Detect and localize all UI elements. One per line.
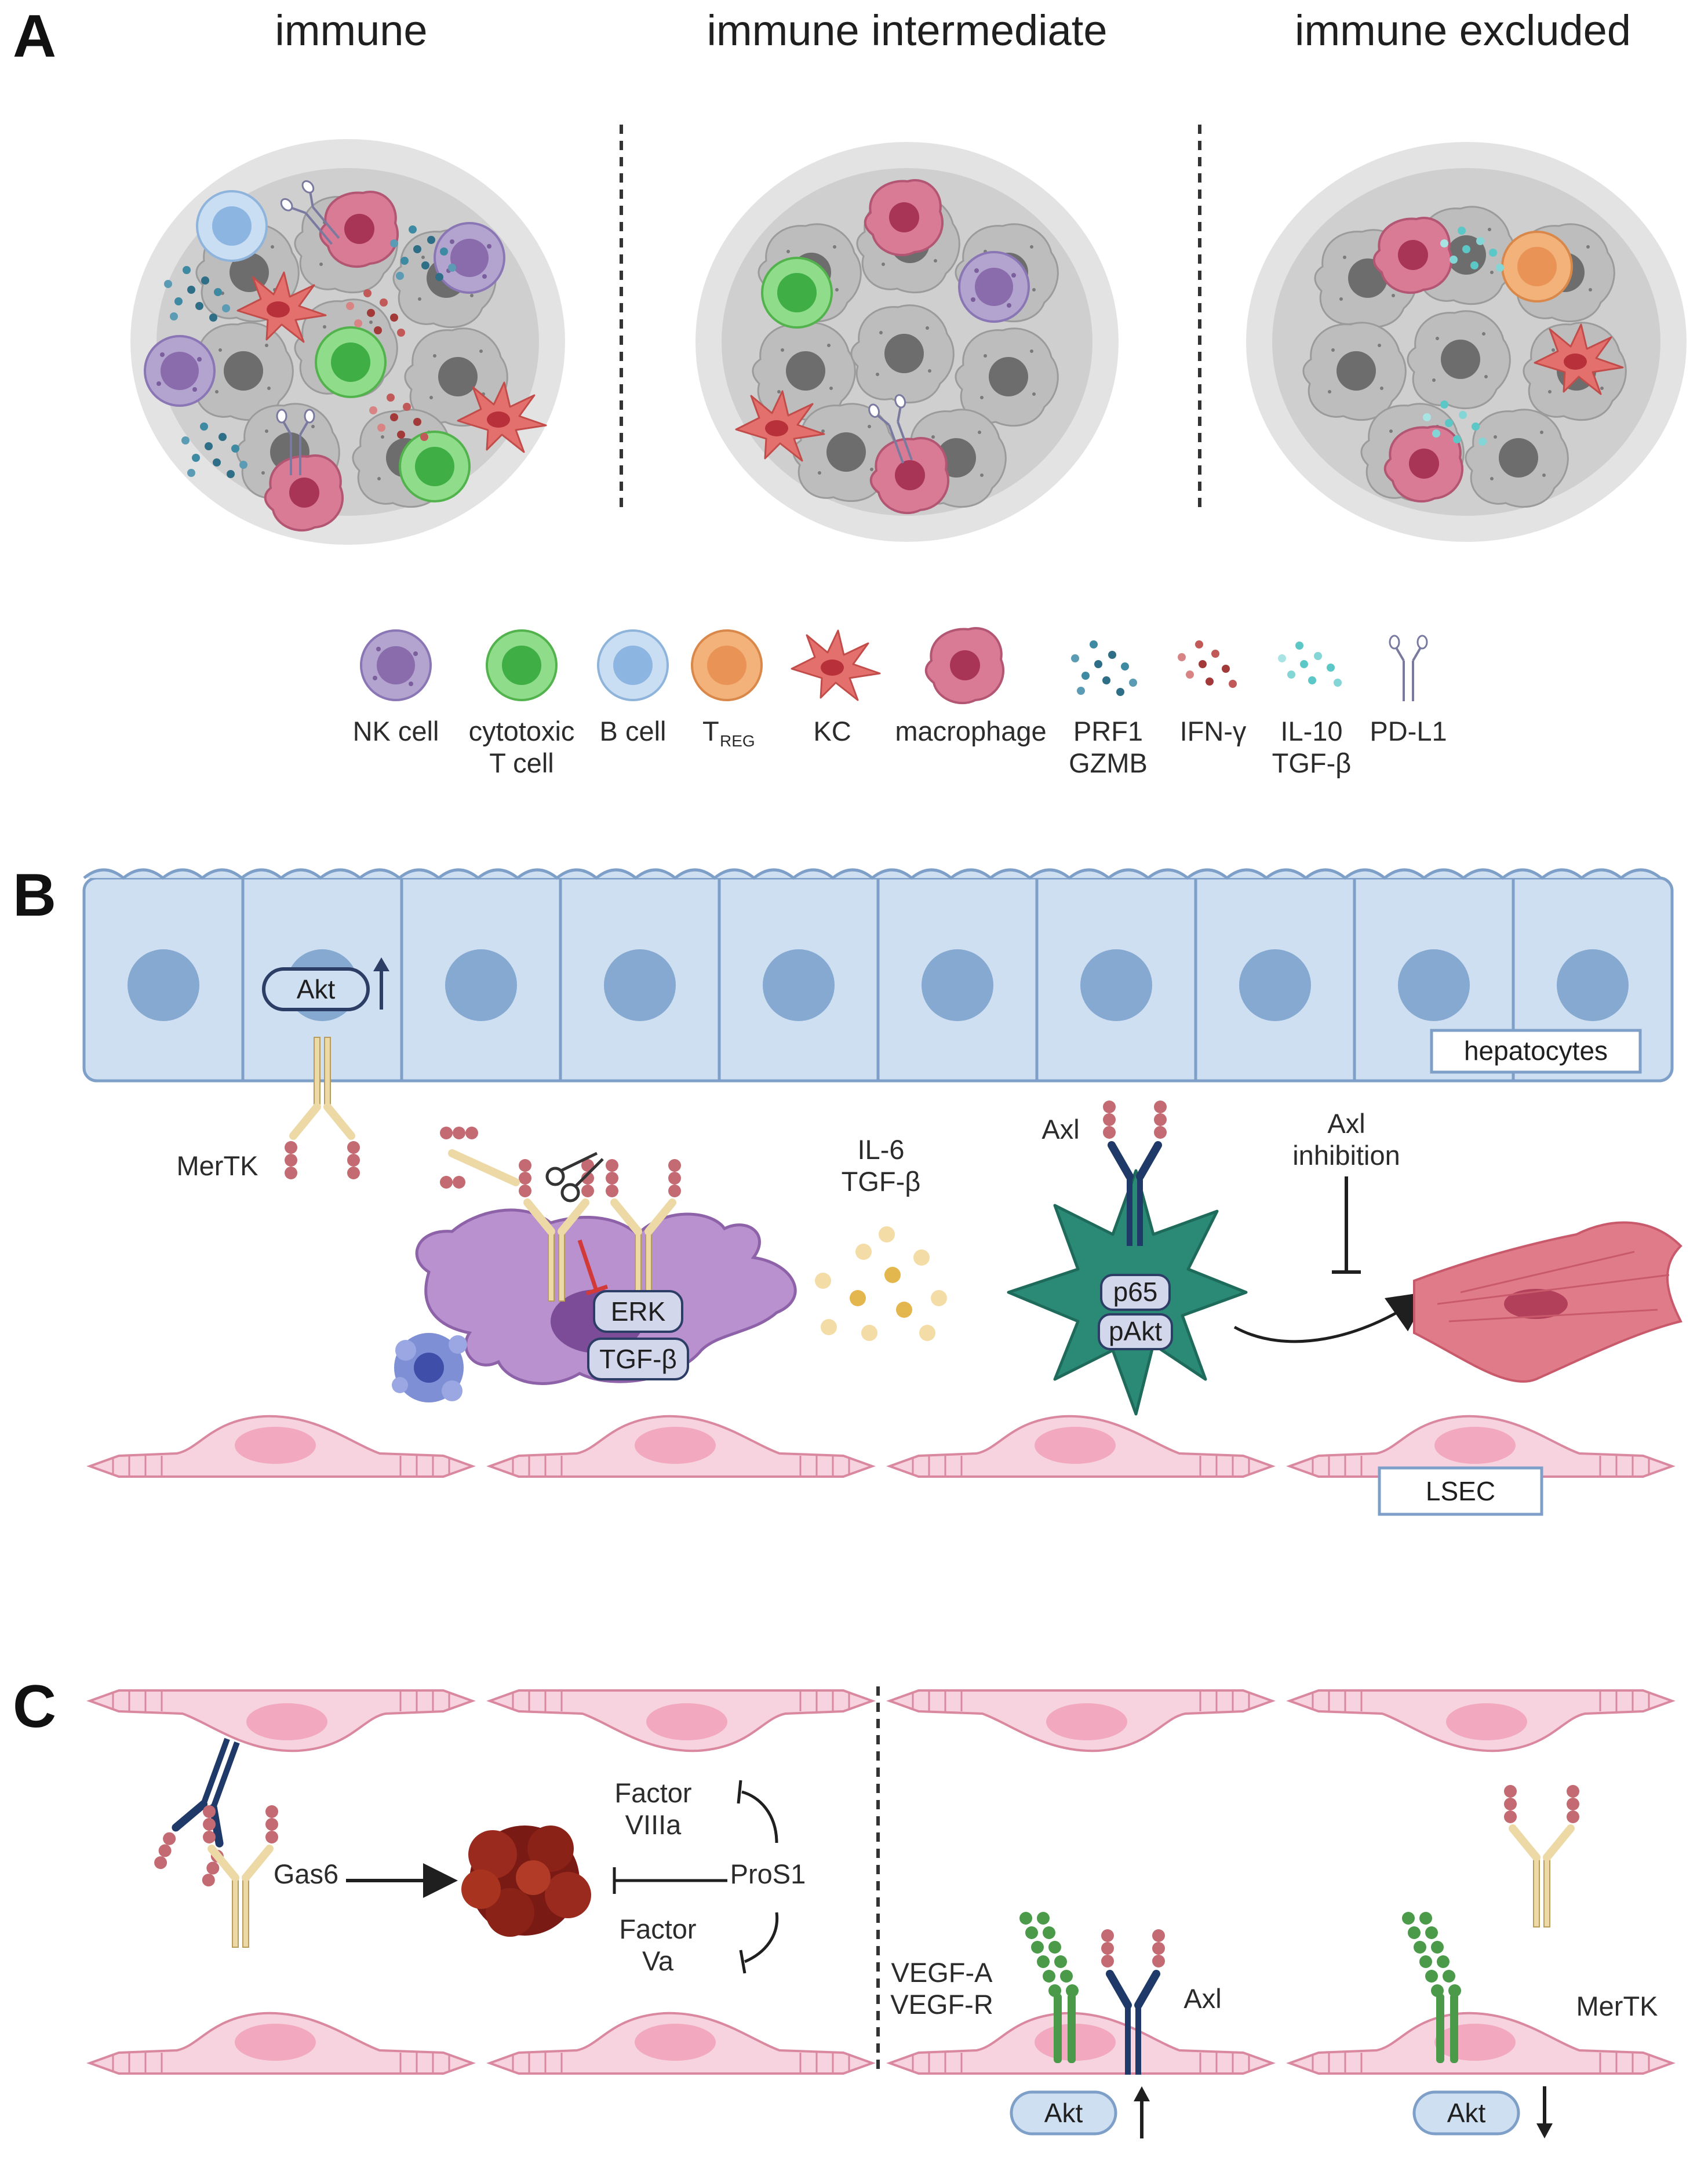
erk-box [593, 1290, 683, 1333]
legend-icon-macrophage [924, 627, 1005, 705]
apoptotic-body-icon [392, 1333, 467, 1402]
factor-va-label-1: Factor [619, 1914, 696, 1944]
panel-letter-c: C [13, 1673, 56, 1740]
pros1-inhibit-viiia [741, 1790, 778, 1843]
legend-label-nk-cell: NK cell [353, 716, 439, 746]
activation-arrow-b [1233, 1291, 1430, 1343]
akt-label-c-left: Akt [1044, 2098, 1083, 2128]
akt-pill-c-left [1010, 2090, 1117, 2136]
lsec-row-c-bottom [89, 2012, 1673, 2075]
legend-label-tgfb: TGF-β [1272, 748, 1352, 778]
panel-c: C Gas6 ProS1 [13, 1673, 1673, 2138]
title-immune: immune [275, 6, 427, 54]
legend-label-pd-l1: PD-L1 [1370, 716, 1447, 746]
legend-label-prf1: PRF1 [1073, 716, 1143, 746]
legend-icon-nk-cell [360, 629, 432, 701]
title-immune-excluded: immune excluded [1295, 6, 1631, 54]
lsec-row-b: LSEC [89, 1415, 1673, 1516]
legend-label-treg: T REG [702, 716, 755, 750]
fibroblast-b [1413, 1221, 1682, 1383]
tgfb-box-label: TGF-β [599, 1344, 677, 1374]
pakt-label: pAkt [1109, 1316, 1162, 1346]
legend-label-cytotoxic: cytotoxic [469, 716, 575, 746]
lsec-label: LSEC [1426, 1476, 1495, 1506]
vegf-receptor-left [1019, 1912, 1079, 2063]
axl-label-c: Axl [1183, 1983, 1221, 2014]
stellate-cell-b: p65 pAkt [1007, 1101, 1248, 1416]
erk-label: ERK [611, 1296, 666, 1327]
tumor-immune [130, 139, 565, 545]
hepatocyte-row: hepatocytes [82, 868, 1674, 1083]
akt-label-b: Akt [297, 974, 336, 1004]
hepatocytes-label-box [1430, 1029, 1642, 1074]
lsec-label-box [1378, 1466, 1543, 1516]
akt-pill-c-right [1412, 2090, 1520, 2136]
macrophage-b: ERK TGF-β [392, 1127, 797, 1402]
vegf-receptor-right [1402, 1912, 1461, 2063]
cytokine-label-il6: IL-6 [858, 1134, 905, 1165]
legend-icon-prf1-gzmb [1071, 640, 1137, 696]
hepatocytes-label: hepatocytes [1464, 1036, 1608, 1066]
scissors-icon [545, 1152, 604, 1203]
factor-viiia-label-2: VIIIa [625, 1809, 682, 1840]
tumor-immune-excluded [1246, 142, 1687, 542]
pakt-box [1098, 1313, 1173, 1350]
vegf-label-2: VEGF-R [890, 1989, 993, 2020]
legend-icon-pd-l1 [1389, 635, 1428, 702]
pros1-inhibit-va [744, 1912, 779, 1963]
gas6-label: Gas6 [274, 1859, 338, 1889]
p65-box [1100, 1274, 1171, 1311]
title-immune-intermediate: immune intermediate [707, 6, 1108, 54]
cytokine-dots [815, 1226, 947, 1341]
platelet-aggregate-icon [461, 1826, 591, 1937]
legend-label-treg-sub: REG [720, 732, 755, 750]
akt-pill-b [262, 967, 370, 1011]
panel-b: B hepatocytes Akt [13, 862, 1682, 1516]
legend-icon-b-cell [597, 629, 669, 701]
panel-letter-b: B [13, 862, 56, 929]
p65-label: p65 [1113, 1277, 1158, 1307]
legend-icon-kc [791, 629, 881, 701]
vegf-label-1: VEGF-A [891, 1957, 993, 1988]
cytokine-label-tgfb: TGF-β [842, 1166, 921, 1197]
mertk-receptor-c-left [203, 1805, 278, 1947]
mertk-label-c: MerTK [1576, 1991, 1658, 2021]
axl-inhibition-label-1: Axl [1327, 1108, 1365, 1139]
legend-label-ifn-gamma: IFN-γ [1180, 716, 1247, 746]
legend-label-macrophage: macrophage [895, 716, 1046, 746]
pros1-label: ProS1 [730, 1859, 806, 1889]
panel-a: A immune immune intermediate immune excl… [13, 3, 1687, 778]
legend-label-gzmb: GZMB [1069, 748, 1148, 778]
lsec-row-c-top [89, 1689, 1673, 1752]
akt-label-c-right: Akt [1447, 2098, 1486, 2128]
legend-label-b-cell: B cell [600, 716, 667, 746]
tumor-immune-intermediate [695, 142, 1119, 542]
legend-label-il10: IL-10 [1280, 716, 1342, 746]
axl-inhibition-label-2: inhibition [1292, 1140, 1400, 1171]
mertk-label-b: MerTK [177, 1150, 258, 1181]
factor-viiia-label-1: Factor [614, 1777, 691, 1808]
legend-label-treg-t: T [702, 716, 719, 746]
mertk-receptor-c-right [1504, 1785, 1579, 1927]
axl-label-b: Axl [1041, 1114, 1079, 1145]
tgfb-box [587, 1338, 689, 1380]
legend-icon-cytotoxic-t-cell [486, 629, 558, 701]
legend-a: NK cell cytotoxic T cell B cell T REG KC… [353, 627, 1447, 778]
legend-label-kc: KC [813, 716, 851, 746]
factor-va-label-2: Va [642, 1945, 674, 1976]
legend-icon-il10-tgfb [1278, 642, 1342, 687]
legend-icon-treg [691, 629, 763, 701]
legend-label-t-cell: T cell [489, 748, 553, 778]
legend-icon-ifn-gamma [1178, 640, 1237, 688]
panel-letter-a: A [13, 3, 56, 70]
